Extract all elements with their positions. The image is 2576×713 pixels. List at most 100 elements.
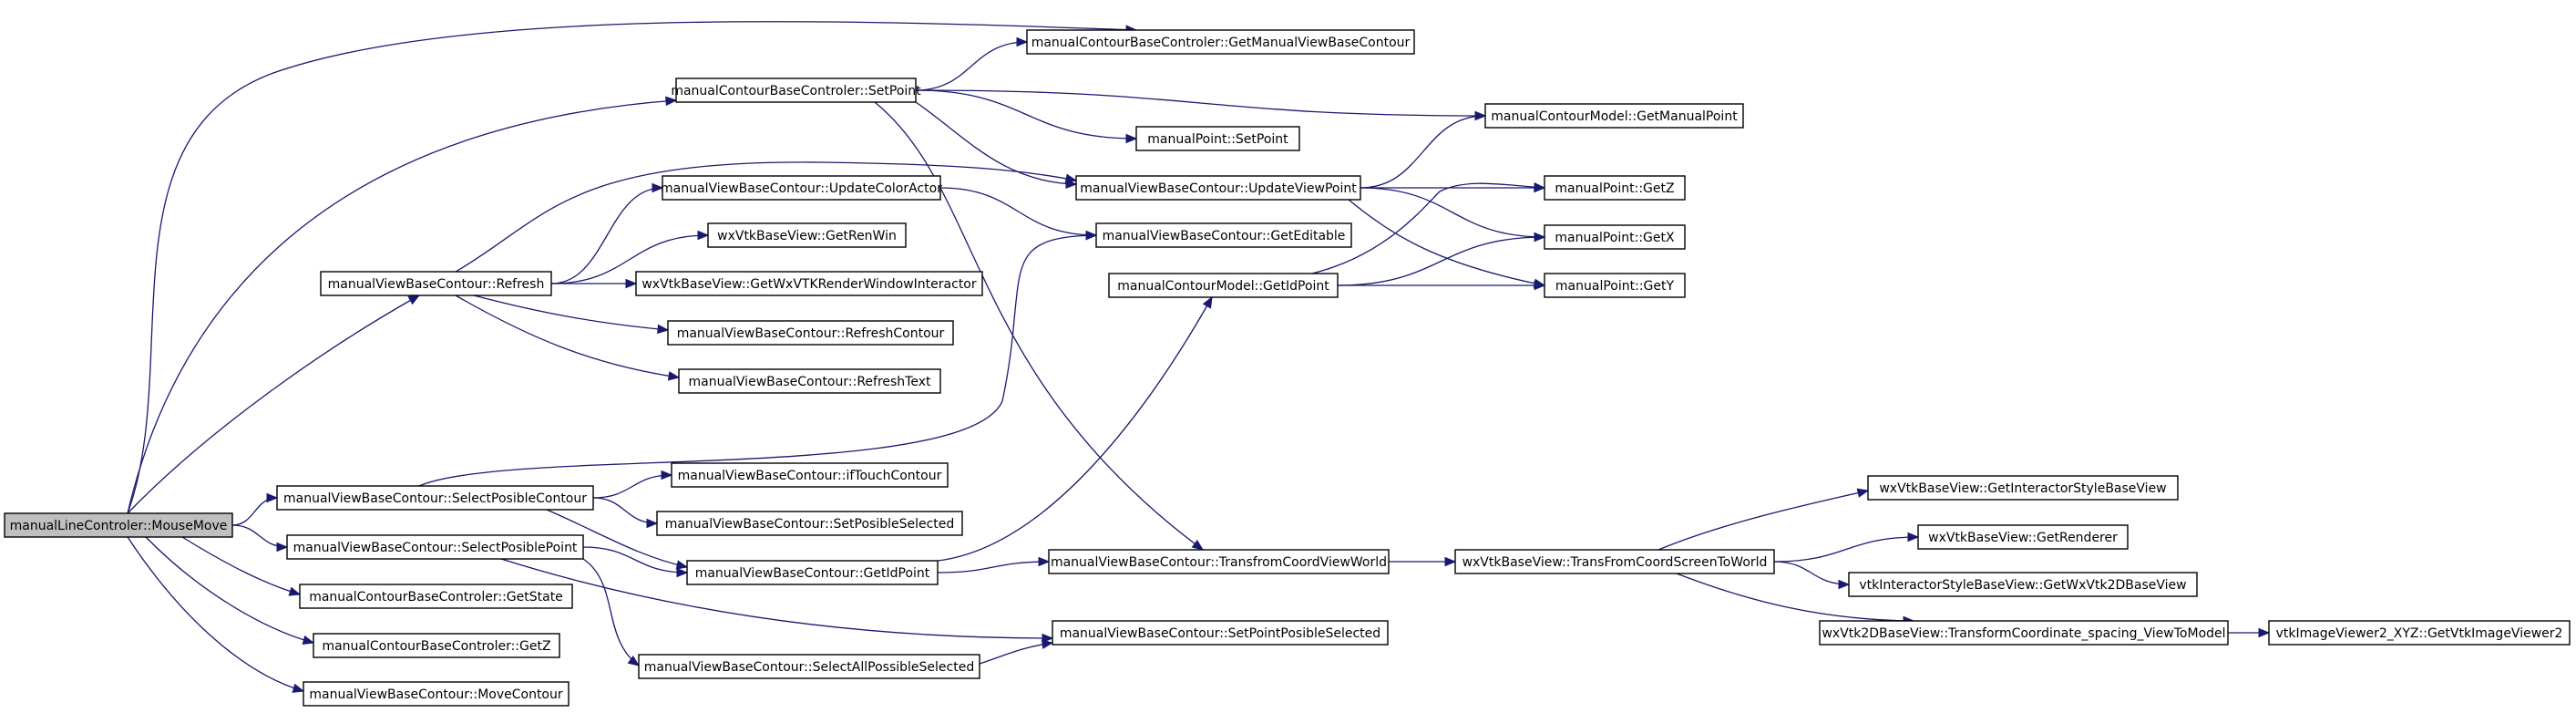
- node-refreshText[interactable]: manualViewBaseContour::RefreshText: [678, 368, 941, 394]
- node-controlerGetZ[interactable]: manualContourBaseControler::GetZ: [313, 633, 560, 658]
- edge-root-to-getManualViewBaseContour: [127, 21, 1138, 514]
- edge-selectPosibleContour-to-setPosibleSelected: [592, 497, 659, 529]
- edge-line: [127, 536, 304, 692]
- node-setPosibleSelected[interactable]: manualViewBaseContour::SetPosibleSelecte…: [656, 511, 963, 536]
- node-label: manualContourModel::GetIdPoint: [1117, 279, 1329, 294]
- edge-arrowhead: [652, 182, 664, 193]
- node-label: manualPoint::SetPoint: [1147, 132, 1288, 147]
- node-moveContour[interactable]: manualViewBaseContour::MoveContour: [303, 681, 570, 707]
- node-getManualPoint[interactable]: manualContourModel::GetManualPoint: [1484, 103, 1744, 129]
- node-label: manualViewBaseContour::UpdateViewPoint: [1080, 181, 1357, 196]
- node-getInteractorStyleBaseView[interactable]: wxVtkBaseView::GetInteractorStyleBaseVie…: [1867, 475, 2179, 501]
- edge-line: [915, 101, 1077, 185]
- edge-line: [1360, 187, 1545, 238]
- node-getZ[interactable]: manualPoint::GetZ: [1544, 175, 1686, 201]
- edge-transFromCoordScreenToWorld-to-getInteractorStyleBaseView: [1657, 488, 1870, 551]
- node-updateViewPoint[interactable]: manualViewBaseContour::UpdateViewPoint: [1075, 175, 1361, 201]
- node-setPoint[interactable]: manualContourBaseControler::SetPoint: [671, 78, 921, 103]
- edge-line: [937, 296, 1213, 562]
- edge-arrowhead: [667, 371, 681, 381]
- node-box: [1819, 620, 2229, 646]
- edge-refresh-to-refreshContour: [473, 294, 670, 335]
- node-box: [1048, 549, 1390, 574]
- node-label: manualViewBaseContour::UpdateColorActor: [661, 181, 942, 196]
- node-box: [635, 271, 983, 296]
- node-box: [1095, 222, 1352, 248]
- node-transFromCoordScreenToWorld[interactable]: wxVtkBaseView::TransFromCoordScreenToWor…: [1454, 549, 1775, 574]
- edge-line: [1657, 490, 1869, 551]
- edge-arrowhead: [276, 542, 289, 553]
- node-setPointPosibleSelected[interactable]: manualViewBaseContour::SetPointPosibleSe…: [1052, 620, 1389, 646]
- node-label: manualContourBaseControler::GetManualVie…: [1031, 36, 1411, 50]
- node-refresh[interactable]: manualViewBaseContour::Refresh: [320, 271, 552, 296]
- edge-arrowhead: [266, 492, 279, 503]
- edge-line: [1360, 115, 1486, 189]
- node-label: manualLineControler::MouseMove: [10, 519, 228, 533]
- node-selectPosiblePoint[interactable]: manualViewBaseContour::SelectPosiblePoin…: [286, 534, 584, 560]
- node-getX[interactable]: manualPoint::GetX: [1544, 224, 1686, 250]
- node-transfromCoordViewWorld[interactable]: manualViewBaseContour::TransfromCoordVie…: [1048, 549, 1390, 574]
- node-getY[interactable]: manualPoint::GetY: [1544, 273, 1686, 298]
- node-getVtkImageViewer2[interactable]: vtkImageViewer2_XYZ::GetVtkImageViewer2: [2268, 620, 2571, 646]
- edge-selectPosibleContour-to-getEditable: [418, 230, 1098, 487]
- node-label: vtkImageViewer2_XYZ::GetVtkImageViewer2: [2276, 626, 2563, 641]
- node-label: manualViewBaseContour::RefreshContour: [677, 326, 945, 341]
- node-box: [2268, 620, 2571, 646]
- edge-refresh-to-refreshText: [455, 294, 681, 381]
- edge-arrowhead: [2258, 627, 2271, 638]
- node-updateColorActor[interactable]: manualViewBaseContour::UpdateColorActor: [661, 175, 942, 201]
- node-label: manualViewBaseContour::ifTouchContour: [678, 469, 942, 483]
- edge-arrowhead: [1534, 280, 1546, 291]
- edge-arrowhead: [675, 560, 689, 570]
- node-box: [1075, 175, 1361, 201]
- edge-refresh-to-getWxVTKRenderWindowInteractor: [551, 278, 638, 289]
- node-label: manualViewBaseContour::SetPosibleSelecte…: [665, 517, 955, 532]
- node-label: manualViewBaseContour::Refresh: [328, 277, 545, 292]
- node-transformCoordinateSpacing[interactable]: wxVtk2DBaseView::TransformCoordinate_spa…: [1819, 620, 2229, 646]
- node-getEditable[interactable]: manualViewBaseContour::GetEditable: [1095, 222, 1352, 248]
- edge-getIdPointModel-to-getX: [1337, 232, 1546, 286]
- node-label: wxVtkBaseView::TransFromCoordScreenToWor…: [1462, 555, 1768, 570]
- edge-line: [1676, 573, 1914, 622]
- edge-line: [915, 89, 1137, 140]
- edge-updateViewPoint-to-getManualPoint: [1360, 110, 1487, 189]
- edge-line: [1348, 199, 1545, 286]
- edge-arrowhead: [407, 294, 421, 305]
- node-getRenderer[interactable]: wxVtkBaseView::GetRenderer: [1917, 524, 2129, 550]
- node-selectPosibleContour[interactable]: manualViewBaseContour::SelectPosibleCont…: [276, 485, 594, 511]
- node-refreshContour[interactable]: manualViewBaseContour::RefreshContour: [667, 320, 954, 346]
- node-getIdPointView[interactable]: manualViewBaseContour::GetIdPoint: [686, 560, 939, 585]
- node-box: [286, 534, 584, 560]
- edge-arrowhead: [1042, 633, 1054, 644]
- node-ifTouchContour[interactable]: manualViewBaseContour::ifTouchContour: [671, 462, 949, 488]
- node-label: manualViewBaseContour::SelectPosibleCont…: [283, 491, 587, 506]
- edge-line: [1773, 561, 1850, 585]
- edge-root-to-moveContour: [127, 536, 305, 693]
- edge-line: [127, 99, 677, 514]
- node-selectAllPossibleSelected[interactable]: manualViewBaseContour::SelectAllPossible…: [638, 654, 980, 679]
- edge-selectPosiblePoint-to-selectAllPossibleSelected: [582, 558, 641, 666]
- node-getWxVtk2DBaseView[interactable]: vtkInteractorStyleBaseView::GetWxVtk2DBa…: [1848, 572, 2198, 597]
- node-getRenWin[interactable]: wxVtkBaseView::GetRenWin: [707, 222, 907, 248]
- node-getManualViewBaseContour[interactable]: manualContourBaseControler::GetManualVie…: [1026, 29, 1415, 55]
- node-box: [1917, 524, 2129, 550]
- node-label: manualContourModel::GetManualPoint: [1491, 109, 1738, 124]
- node-label: wxVtkBaseView::GetRenderer: [1928, 531, 2118, 545]
- node-getWxVTKRenderWindowInteractor[interactable]: wxVtkBaseView::GetWxVTKRenderWindowInter…: [635, 271, 983, 296]
- node-manualPointSetPoint[interactable]: manualPoint::SetPoint: [1135, 126, 1300, 151]
- node-box: [656, 511, 963, 536]
- edge-setPoint-to-getManualViewBaseContour: [915, 36, 1029, 91]
- edge-line: [582, 546, 688, 574]
- node-label: manualViewBaseContour::GetEditable: [1103, 229, 1346, 243]
- edge-refresh-to-updateColorActor: [550, 182, 664, 284]
- node-box: [671, 462, 949, 488]
- node-root[interactable]: manualLineControler::MouseMove: [4, 512, 233, 538]
- edge-arrowhead: [1444, 556, 1457, 567]
- edge-root-to-controlerGetZ: [145, 536, 315, 645]
- edge-selectAllPossibleSelected-to-setPointPosibleSelected: [979, 639, 1054, 665]
- edge-transFromCoordScreenToWorld-to-getWxVtk2DBaseView: [1773, 561, 1851, 590]
- node-getIdPointModel[interactable]: manualContourModel::GetIdPoint: [1108, 273, 1339, 298]
- edge-setPoint-to-getManualPoint: [915, 89, 1487, 121]
- node-getState[interactable]: manualContourBaseControler::GetState: [299, 584, 573, 609]
